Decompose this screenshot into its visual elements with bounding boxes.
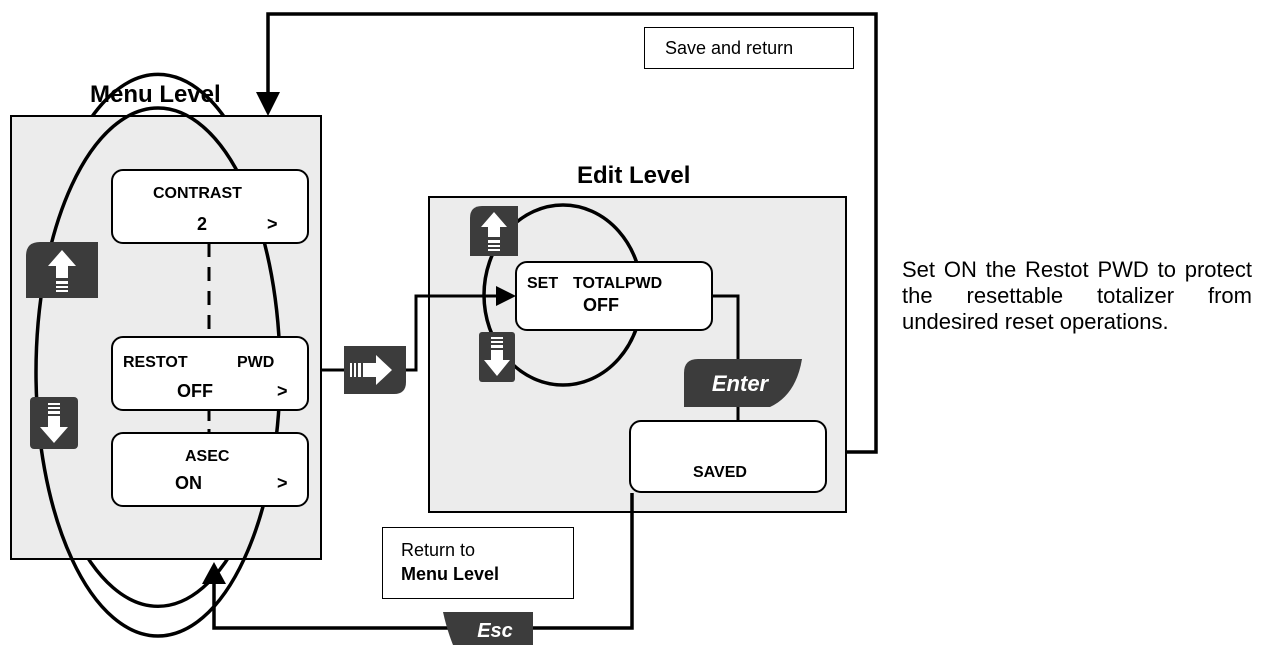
- up-arrow-icon[interactable]: [26, 242, 98, 298]
- right-arrow-icon[interactable]: [344, 346, 406, 394]
- return-to-menu-note: Return to Menu Level: [382, 527, 574, 599]
- return-to-text: Return to: [401, 540, 476, 560]
- down-arrow-icon[interactable]: [30, 397, 78, 449]
- menu-item-value: 2: [197, 214, 208, 234]
- esc-key-label: Esc: [477, 620, 513, 642]
- saved-box: SAVED: [629, 420, 827, 493]
- menu-item-name: RESTOT: [123, 354, 188, 371]
- edit-down-arrow-icon[interactable]: [479, 332, 515, 382]
- menu-item-restot-pwd[interactable]: RESTOT PWD OFF >: [111, 336, 309, 411]
- return-target-text: Menu Level: [401, 564, 500, 584]
- menu-item-name-suffix: PWD: [237, 354, 275, 371]
- menu-item-arrow: >: [277, 473, 288, 493]
- menu-item-name: CONTRAST: [153, 185, 242, 202]
- saved-label: SAVED: [693, 464, 747, 481]
- save-return-line: [266, 12, 878, 454]
- menu-level-title: Menu Level: [90, 81, 221, 108]
- setting-name: TOTALPWD: [573, 275, 663, 292]
- setting-value: OFF: [583, 295, 619, 315]
- menu-item-asec[interactable]: ASEC ON >: [111, 432, 309, 507]
- edit-level-title: Edit Level: [577, 162, 691, 189]
- edit-up-arrow-icon[interactable]: [470, 206, 518, 256]
- edit-setting-box[interactable]: SET TOTALPWD OFF: [515, 261, 713, 331]
- description-text: Set ON the Restot PWD to protect the res…: [902, 257, 1252, 334]
- menu-item-value: ON: [175, 473, 202, 493]
- menu-item-arrow: >: [277, 381, 288, 401]
- enter-key-label: Enter: [712, 371, 770, 396]
- menu-item-name: ASEC: [185, 448, 230, 465]
- menu-item-arrow: >: [267, 214, 278, 234]
- enter-key[interactable]: Enter: [684, 359, 802, 407]
- setting-label: SET: [527, 275, 559, 292]
- menu-item-value: OFF: [177, 381, 213, 401]
- save-return-arrowhead: [256, 92, 280, 116]
- save-and-return-text: Save and return: [665, 38, 794, 58]
- save-and-return-note: Save and return: [644, 27, 854, 69]
- esc-key[interactable]: Esc: [443, 612, 533, 645]
- menu-item-contrast[interactable]: CONTRAST 2 >: [111, 169, 309, 244]
